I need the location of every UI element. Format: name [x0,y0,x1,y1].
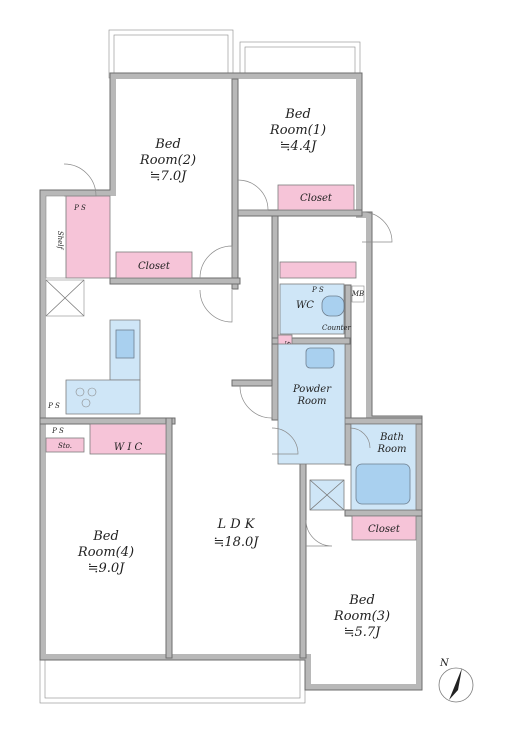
ps-label-wic: P S [51,427,64,435]
bed4-name2: Room(4) [77,545,134,560]
washbasin [305,347,335,369]
bed2-name2: Room(2) [139,153,196,168]
counter-label: Counter [322,324,352,332]
ldk-name: L D K [216,517,255,532]
wc-label: WC [296,300,314,311]
bathtub [355,463,411,505]
wic-closet [89,423,167,455]
powder-label-1: Powder [292,384,332,395]
storage-bed4 [45,437,85,453]
ps-shelf-area [65,195,111,279]
kitchen: P S [45,279,141,415]
stove-burner [75,387,85,397]
kitchen-sink [115,329,135,359]
entry-shelf [279,261,357,279]
compass-label: N [439,658,450,669]
closet-bed2 [115,251,193,279]
bed3-name2: Room(3) [333,609,390,624]
bed1-name: Bed [284,107,311,122]
ldk-size: ≒18.0J [213,535,259,550]
bath-label-1: Bath [379,432,404,443]
door-swings [63,163,393,547]
bed3-size: ≒5.7J [344,625,382,640]
closet-bed3-label: Closet [368,524,401,535]
closet-bed1 [277,184,355,211]
mb-label: MB [351,290,364,298]
wic-label: W I C [114,442,143,453]
compass-icon: N [438,658,474,703]
bed1-size: ≒4.4J [280,139,318,154]
sto-label-bed4: Sto. [58,442,72,450]
bed2-name: Bed [154,137,181,152]
bed4-name: Bed [92,529,119,544]
bed2-size: ≒7.0J [150,169,188,184]
bed1-name2: Room(1) [269,123,326,138]
balcony-bottom [39,654,306,704]
closet-bed3 [351,515,417,541]
ps-label-top: P S [73,204,86,212]
mb-box [351,285,365,303]
closet-bed2-label: Closet [138,261,171,272]
bath-label-2: Room [376,444,406,455]
shelf-unit [45,195,67,279]
shelf-label: Shelf [56,231,64,251]
closet-bed1-label: Closet [300,193,333,204]
balcony-top [108,29,361,79]
powder-label-2: Room [296,396,326,407]
outer-walls [39,72,423,691]
ps-label-wc: P S [311,286,324,294]
toilet [321,295,345,317]
ps-label-kitchen: P S [47,402,60,410]
bed3-name: Bed [348,593,375,608]
bed4-size: ≒9.0J [88,561,126,576]
